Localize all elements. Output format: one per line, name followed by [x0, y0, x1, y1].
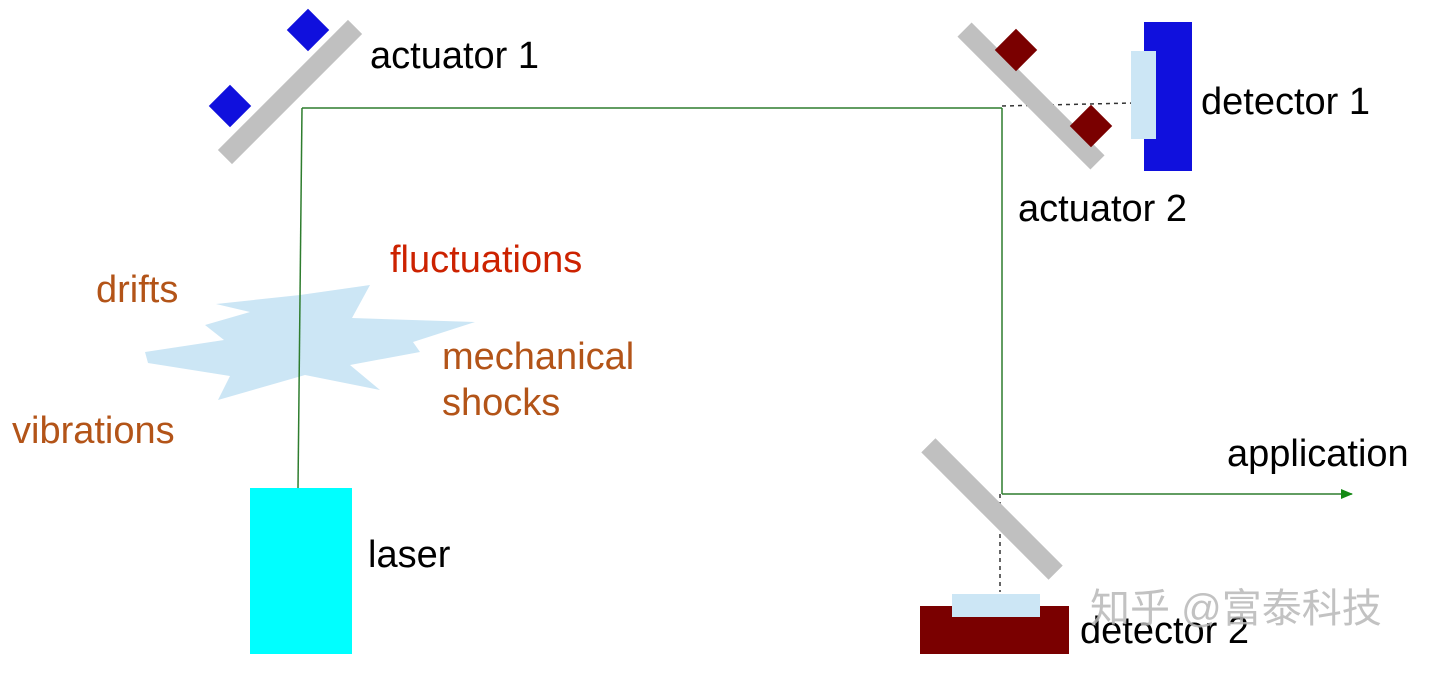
watermark-text: 知乎 @富泰科技 [1090, 587, 1382, 631]
laser-label: laser [368, 534, 451, 576]
laser-source [250, 488, 352, 654]
actuator-2-label: actuator 2 [1018, 188, 1187, 230]
laser-beam-vertical [297, 107, 303, 489]
actuator-2-block-lower [1069, 104, 1113, 148]
detector-2 [920, 594, 1069, 654]
actuator-2-mirror [957, 22, 1113, 170]
detector-2-window [952, 594, 1040, 617]
fluctuations-label: fluctuations [390, 239, 582, 281]
drifts-label: drifts [96, 269, 178, 311]
vibrations-label: vibrations [12, 410, 175, 452]
shocks-label: shocks [442, 382, 560, 424]
detector-2-label: detector 2 [1080, 610, 1249, 652]
actuator-1-block-upper [286, 8, 330, 52]
detector-1-label: detector 1 [1201, 81, 1370, 123]
detector-1-leak-beam [1001, 102, 1134, 107]
actuator-1-mirror [208, 8, 363, 165]
detector-1 [1131, 22, 1192, 171]
disturbance-burst [145, 285, 475, 400]
actuator-1-block-lower [208, 84, 252, 128]
beam-splitter-mirror [921, 438, 1063, 580]
mechanical-label: mechanical [442, 336, 634, 378]
application-label: application [1227, 433, 1409, 475]
detector-1-window [1131, 51, 1156, 139]
actuator-1-label: actuator 1 [370, 35, 539, 77]
